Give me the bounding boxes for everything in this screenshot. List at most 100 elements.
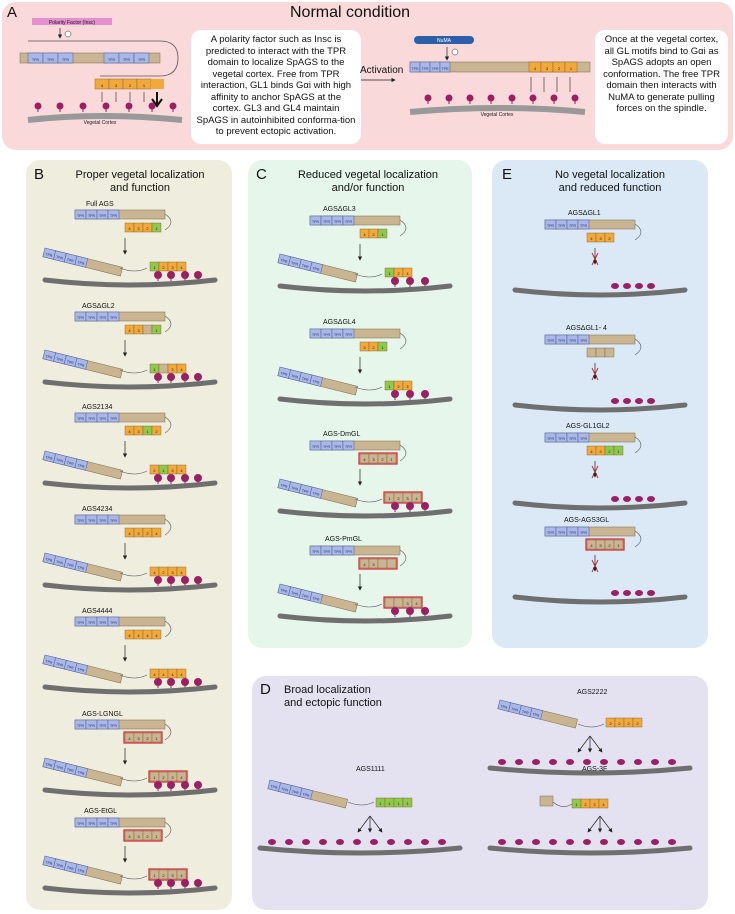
gl-motif-number: 4 — [590, 543, 593, 548]
tpr-label: TPR — [558, 339, 565, 343]
construct-label: AGS1111 — [356, 766, 385, 773]
tpr-label: TPR — [45, 455, 53, 461]
galpha-protein — [181, 474, 189, 482]
galpha-protein — [634, 759, 642, 765]
gl-motif-number: 1 — [153, 775, 156, 780]
tpr-label: TPR — [558, 224, 565, 228]
construct-label: AGS-PmGL — [325, 536, 362, 543]
tpr-label: TPR — [66, 768, 74, 774]
vegetal-cortex-label: Vegetal Cortex — [84, 120, 117, 126]
tpr-box — [309, 374, 323, 387]
tpr-box — [74, 662, 88, 675]
tpr-label: TPR — [77, 565, 85, 571]
folding-linker — [399, 332, 407, 350]
gl-motif-number: 1 — [570, 66, 573, 71]
galpha-protein — [154, 781, 162, 789]
polarity-factor-bar — [32, 18, 112, 25]
tpr-label: TPR — [291, 790, 299, 796]
folding-linker — [164, 620, 172, 638]
tpr-label: TPR — [77, 260, 85, 266]
tpr-label: TPR — [77, 822, 84, 826]
gl-motif-number: 4 — [415, 601, 418, 606]
gl-motif-number: 4 — [128, 633, 131, 638]
gl-motif-number: 1 — [390, 457, 393, 462]
galpha-protein — [181, 271, 189, 279]
gl-motif-number: 1 — [406, 801, 409, 806]
galpha-protein — [406, 502, 414, 510]
tpr-label: TPR — [312, 550, 319, 554]
folding-linker — [634, 338, 642, 356]
galpha-protein — [466, 94, 474, 102]
galpha-protein — [181, 576, 189, 584]
tpr-label: TPR — [580, 437, 587, 441]
tpr-label: TPR — [66, 461, 74, 467]
galpha-protein — [34, 102, 42, 110]
gl-motif-number: 4 — [180, 873, 183, 878]
gl-motif-number: 2 — [162, 265, 165, 270]
galpha-protein — [391, 502, 399, 510]
gl-motif-number: 4 — [406, 271, 409, 276]
gl-motif-number: 2 — [608, 236, 611, 241]
galpha-protein — [651, 759, 659, 765]
galpha-protein — [167, 781, 175, 789]
tpr-label: TPR — [77, 519, 84, 523]
gl-motif-number: 4 — [101, 83, 104, 88]
gl-motif — [377, 558, 388, 569]
high-affinity-arrow — [151, 92, 163, 108]
gl-motif-number: 1 — [388, 271, 391, 276]
galpha-protein — [391, 390, 399, 398]
tpr-label: TPR — [66, 258, 74, 264]
tpr-label: TPR — [547, 224, 554, 228]
gl-motif-number: 1 — [397, 801, 400, 806]
tpr-box — [107, 514, 120, 525]
galpha-protein — [623, 590, 631, 596]
gl-motif-number: 1 — [381, 232, 384, 237]
galpha-protein — [532, 759, 540, 765]
tpr-label: TPR — [312, 333, 319, 337]
construct-label: AGS-EtGL — [84, 808, 118, 815]
gl-motif-number: 3 — [171, 873, 174, 878]
gl-motif-number: 2 — [146, 736, 149, 741]
gl-motif-number: 3 — [406, 601, 409, 606]
tpr-label: TPR — [77, 724, 84, 728]
gl-motif — [142, 324, 153, 335]
galpha-protein — [508, 94, 516, 102]
ags-fold-outline — [28, 40, 179, 77]
tpr-label: TPR — [66, 360, 74, 366]
vegetal-cortex — [409, 105, 586, 115]
tpr-label: TPR — [323, 220, 330, 224]
tpr-label: TPR — [280, 371, 288, 377]
tpr-label: TPR — [301, 264, 309, 270]
folding-linker — [399, 219, 407, 237]
galpha-protein — [566, 839, 574, 845]
galpha-protein — [424, 94, 432, 102]
tpr-label: TPR — [99, 621, 106, 625]
gl-motif-number: 4 — [180, 265, 183, 270]
tpr-label: TPR — [88, 214, 95, 218]
galpha-protein — [421, 390, 429, 398]
tpr-box — [74, 560, 88, 573]
tpr-box — [107, 616, 120, 627]
tpr-box — [107, 209, 120, 220]
gl-motif — [632, 717, 643, 728]
tpr-box — [107, 311, 120, 322]
gl-motif-number: 3 — [137, 834, 140, 839]
gl-motif-number: 2 — [155, 429, 158, 434]
tpr-box — [74, 765, 88, 778]
tpr-label: TPR — [45, 659, 53, 665]
